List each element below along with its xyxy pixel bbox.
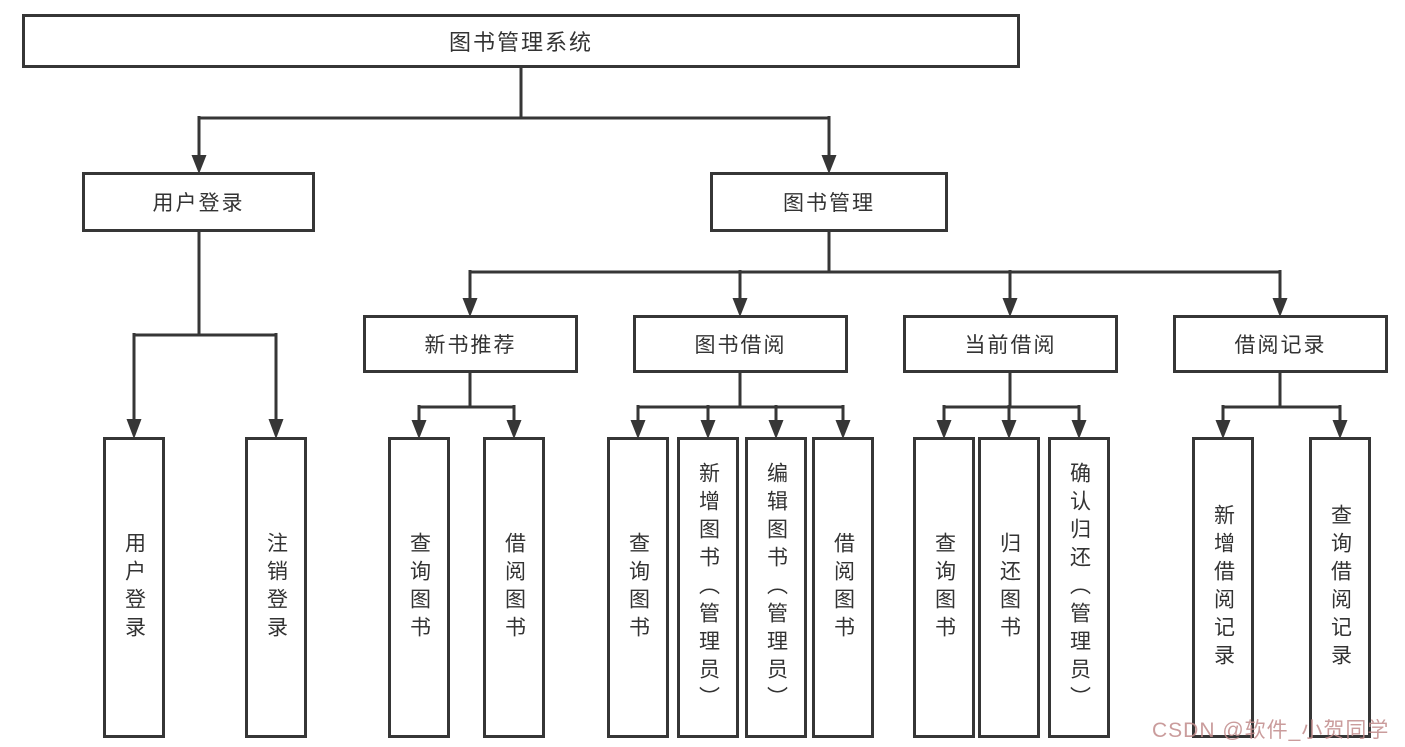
node-new-book-recommend-label: 新书推荐 (424, 334, 517, 357)
node-book-borrow: 图书借阅 (633, 315, 848, 373)
leaf-logout: 注销登录 (245, 437, 307, 738)
leaf-bb-borrow-books-label: 借阅图书 (831, 531, 855, 644)
node-root-label: 图书管理系统 (448, 30, 593, 55)
leaf-bb-edit-books-admin-label: 编辑图书（管理员） (764, 461, 788, 714)
node-user-login-label: 用户登录 (152, 192, 245, 215)
leaf-bb-add-books-admin-label: 新增图书（管理员） (696, 461, 720, 714)
leaf-bb-edit-books-admin: 编辑图书（管理员） (745, 437, 807, 738)
leaf-nb-borrow-books-label: 借阅图书 (502, 531, 526, 644)
leaf-user-login: 用户登录 (103, 437, 165, 738)
leaf-cb-return-books-label: 归还图书 (997, 531, 1021, 644)
leaf-user-login-label: 用户登录 (122, 531, 146, 644)
node-current-borrow-label: 当前借阅 (964, 334, 1057, 357)
leaf-br-query-record-label: 查询借阅记录 (1328, 503, 1352, 672)
node-book-management: 图书管理 (710, 172, 948, 232)
node-new-book-recommend: 新书推荐 (363, 315, 578, 373)
leaf-cb-confirm-return-admin: 确认归还（管理员） (1048, 437, 1110, 738)
leaf-bb-query-books-label: 查询图书 (626, 531, 650, 644)
node-book-borrow-label: 图书借阅 (694, 334, 787, 357)
node-current-borrow: 当前借阅 (903, 315, 1118, 373)
leaf-cb-confirm-return-admin-label: 确认归还（管理员） (1067, 461, 1091, 714)
leaf-br-add-record: 新增借阅记录 (1192, 437, 1254, 738)
node-borrow-record: 借阅记录 (1173, 315, 1388, 373)
node-user-login: 用户登录 (82, 172, 315, 232)
leaf-logout-label: 注销登录 (264, 531, 288, 644)
leaf-nb-borrow-books: 借阅图书 (483, 437, 545, 738)
leaf-cb-return-books: 归还图书 (978, 437, 1040, 738)
leaf-bb-add-books-admin: 新增图书（管理员） (677, 437, 739, 738)
leaf-cb-query-books: 查询图书 (913, 437, 975, 738)
leaf-nb-query-books: 查询图书 (388, 437, 450, 738)
node-root: 图书管理系统 (22, 14, 1020, 68)
leaf-br-query-record: 查询借阅记录 (1309, 437, 1371, 738)
leaf-cb-query-books-label: 查询图书 (932, 531, 956, 644)
node-book-management-label: 图书管理 (783, 192, 875, 215)
leaf-nb-query-books-label: 查询图书 (407, 531, 431, 644)
node-borrow-record-label: 借阅记录 (1234, 334, 1327, 357)
leaf-bb-borrow-books: 借阅图书 (812, 437, 874, 738)
leaf-br-add-record-label: 新增借阅记录 (1211, 503, 1235, 672)
leaf-bb-query-books: 查询图书 (607, 437, 669, 738)
